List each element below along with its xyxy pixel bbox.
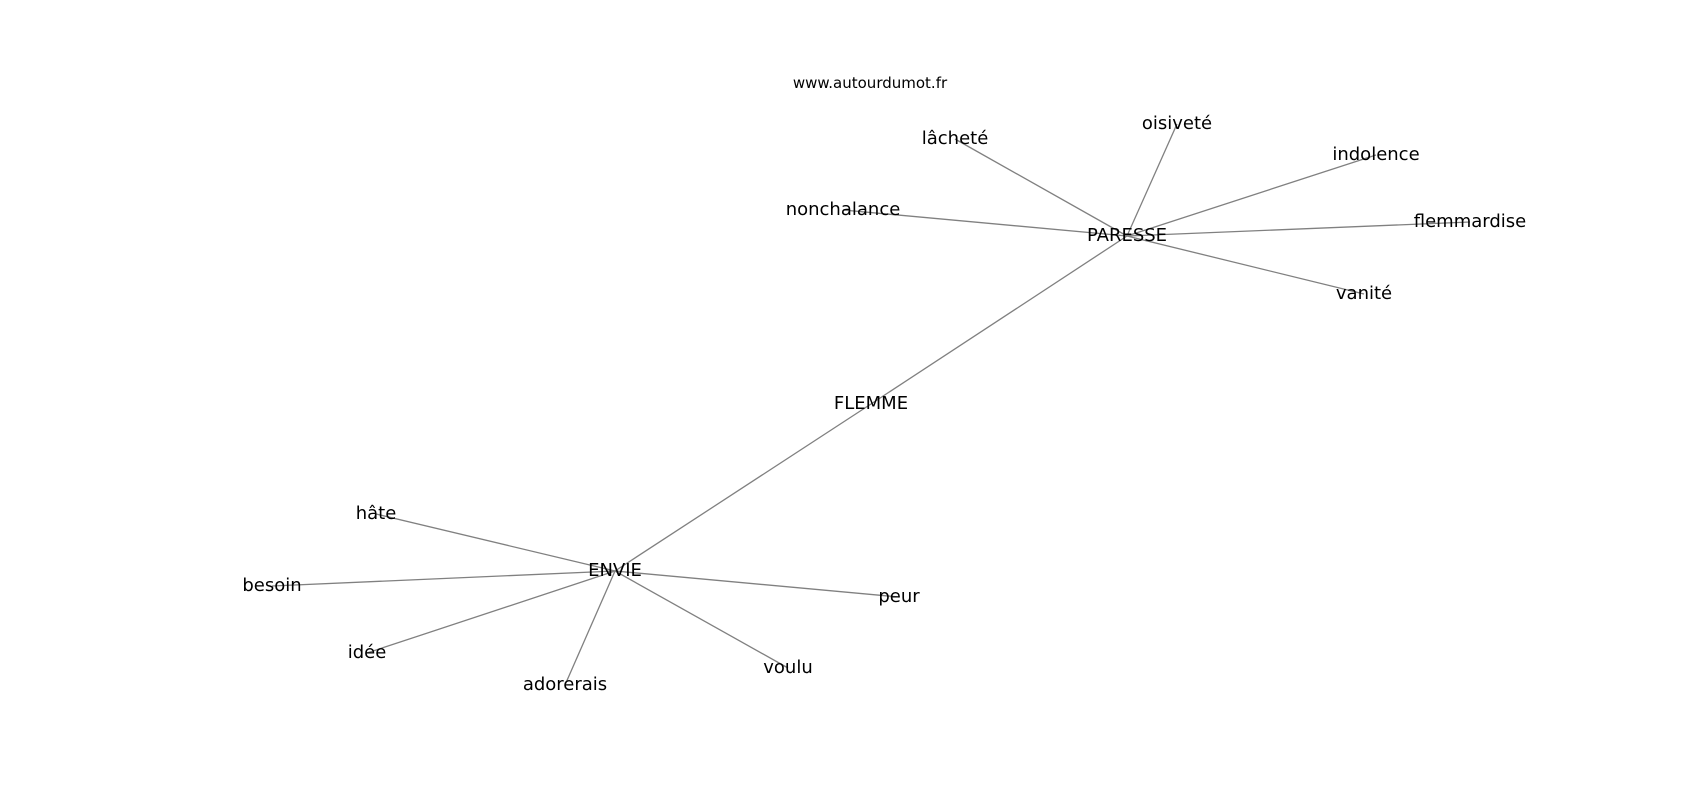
edge-paresse-vanite bbox=[1126, 235, 1365, 295]
edge-envie-adorerais bbox=[564, 570, 616, 686]
node-lachete: lâcheté bbox=[921, 128, 989, 149]
edge-paresse-nonchalance bbox=[842, 209, 1128, 237]
node-hate: hâte bbox=[355, 503, 397, 524]
node-nonchalance: nonchalance bbox=[785, 199, 901, 220]
node-vanite: vanité bbox=[1335, 283, 1393, 304]
edge-paresse-indolence bbox=[1126, 154, 1377, 237]
node-idee: idée bbox=[347, 642, 387, 663]
edge-envie-hate bbox=[375, 513, 616, 572]
node-flemmardise: flemmardise bbox=[1413, 211, 1527, 232]
edge-paresse-flemmardise bbox=[1126, 221, 1471, 237]
edge-envie-besoin bbox=[271, 570, 616, 587]
edge-envie-idee bbox=[366, 570, 616, 654]
edge-flemme-envie bbox=[614, 403, 872, 572]
edge-paresse-oisivete bbox=[1126, 123, 1178, 237]
edge-envie-voulu bbox=[614, 570, 789, 669]
node-envie: ENVIE bbox=[588, 560, 642, 581]
edge-paresse-lachete bbox=[954, 138, 1128, 237]
node-besoin: besoin bbox=[242, 575, 302, 596]
edge-flemme-paresse bbox=[870, 235, 1128, 405]
node-peur: peur bbox=[878, 586, 920, 607]
source-url: www.autourdumot.fr bbox=[792, 74, 948, 92]
node-indolence: indolence bbox=[1332, 144, 1420, 165]
node-flemme: FLEMME bbox=[833, 393, 909, 414]
node-adorerais: adorerais bbox=[522, 674, 608, 695]
node-voulu: voulu bbox=[763, 657, 813, 678]
node-oisivete: oisiveté bbox=[1141, 113, 1213, 134]
edge-envie-peur bbox=[614, 570, 900, 598]
node-paresse: PARESSE bbox=[1086, 225, 1168, 246]
